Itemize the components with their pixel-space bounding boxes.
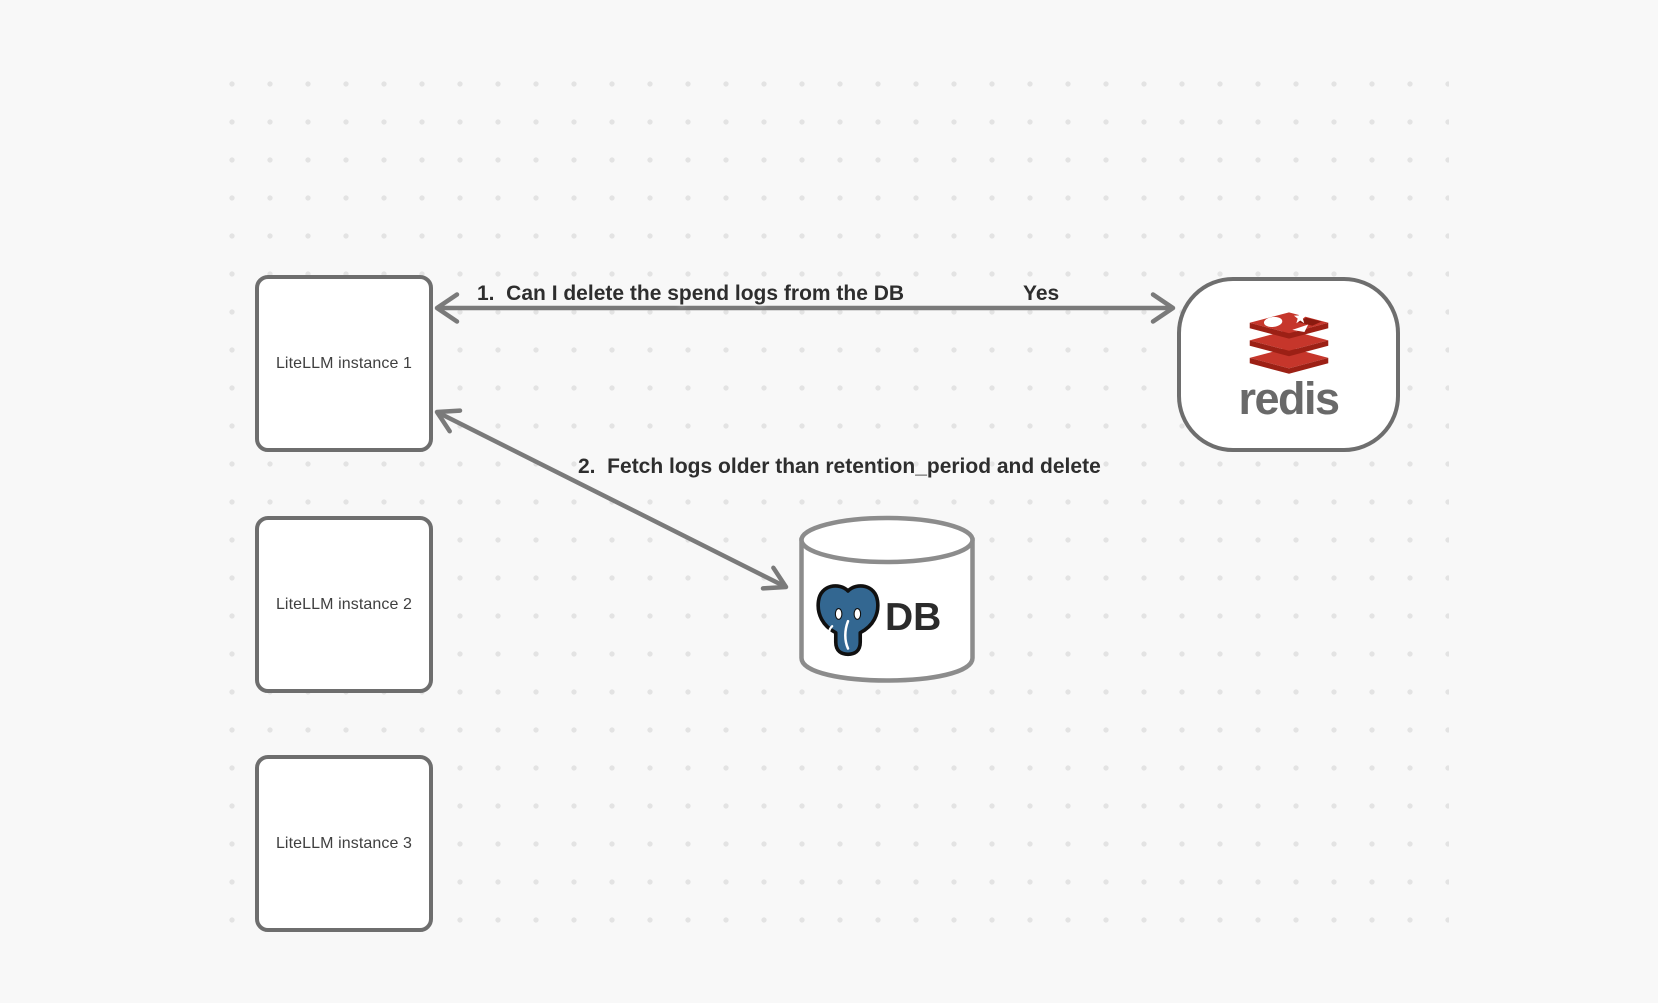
- redis-logo-icon: [1249, 310, 1328, 374]
- arrow-2: [434, 408, 789, 591]
- db-label: DB: [885, 596, 942, 639]
- redis-node: redis: [1177, 277, 1400, 452]
- arrowhead-lower-icon: [760, 565, 789, 591]
- db-node: DB: [798, 512, 976, 708]
- litellm-instance-2-node: LiteLLM instance 2: [255, 516, 433, 693]
- arrowhead-upper-icon: [434, 408, 463, 434]
- litellm-instance-1-node: LiteLLM instance 1: [255, 275, 433, 452]
- redis-wordmark: redis: [1238, 372, 1340, 424]
- arrow-1: [434, 292, 1176, 324]
- arrowhead-right-icon: [1150, 292, 1176, 324]
- litellm-instance-3-label: LiteLLM instance 3: [275, 834, 413, 852]
- arrow-1-response-label: Yes: [1023, 282, 1060, 305]
- litellm-instance-2-label: LiteLLM instance 2: [275, 595, 413, 613]
- postgres-elephant-icon: [816, 584, 880, 657]
- litellm-instance-1-label: LiteLLM instance 1: [275, 354, 413, 372]
- litellm-instance-3-node: LiteLLM instance 3: [255, 755, 433, 932]
- arrowhead-left-icon: [434, 292, 460, 324]
- arrow-2-label: 2. Fetch logs older than retention_perio…: [578, 455, 1101, 478]
- arrow-1-label: 1. Can I delete the spend logs from the …: [477, 282, 905, 305]
